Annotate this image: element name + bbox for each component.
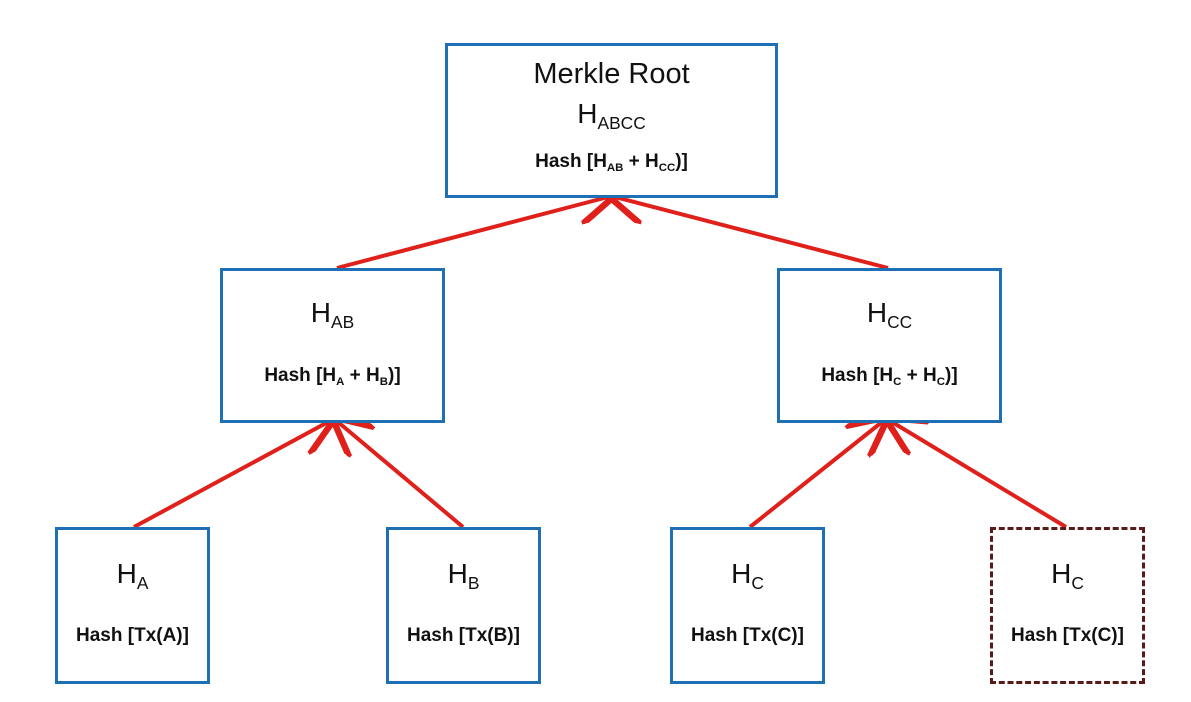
leaf-hb-formula: Hash [Tx(B)]: [407, 625, 520, 646]
leaf-hc-formula: Hash [Tx(C)]: [691, 625, 804, 646]
arrow-hcc-to-root: [615, 197, 889, 270]
leaf-hc-node: HC Hash [Tx(C)]: [670, 527, 825, 684]
leaf-ha-formula: Hash [Tx(A)]: [76, 625, 189, 646]
leaf-hc-duplicate-formula: Hash [Tx(C)]: [1011, 625, 1124, 646]
arrow-hab-to-root: [336, 197, 608, 270]
root-hash-name: HABCC: [577, 98, 646, 134]
leaf-hc-duplicate-hash-name: HC: [1051, 558, 1084, 594]
hab-node: HAB Hash [HA + HB)]: [220, 268, 445, 423]
leaf-hc-hash-name: HC: [731, 558, 764, 594]
arrow-ha-to-hab: [133, 422, 328, 529]
root-formula: Hash [HAB + HCC)]: [535, 151, 688, 174]
hcc-node: HCC Hash [HC + HC)]: [777, 268, 1002, 423]
leaf-hb-hash-name: HB: [447, 558, 480, 594]
hcc-formula: Hash [HC + HC)]: [821, 365, 958, 388]
merkle-root-node: Merkle Root HABCC Hash [HAB + HCC)]: [445, 43, 778, 198]
hcc-hash-name: HCC: [866, 297, 913, 333]
leaf-hb-node: HB Hash [Tx(B)]: [386, 527, 541, 684]
leaf-ha-hash-name: HA: [116, 558, 149, 594]
hab-formula: Hash [HA + HB)]: [264, 365, 401, 388]
hab-hash-name: HAB: [310, 297, 355, 333]
leaf-ha-node: HA Hash [Tx(A)]: [55, 527, 210, 684]
arrow-hc-dup-to-hcc: [892, 422, 1068, 529]
arrow-hc-to-hcc: [748, 422, 882, 529]
arrow-hb-to-hab: [338, 422, 465, 529]
merkle-root-title: Merkle Root: [533, 58, 690, 90]
leaf-hc-duplicate-node: HC Hash [Tx(C)]: [990, 527, 1145, 684]
